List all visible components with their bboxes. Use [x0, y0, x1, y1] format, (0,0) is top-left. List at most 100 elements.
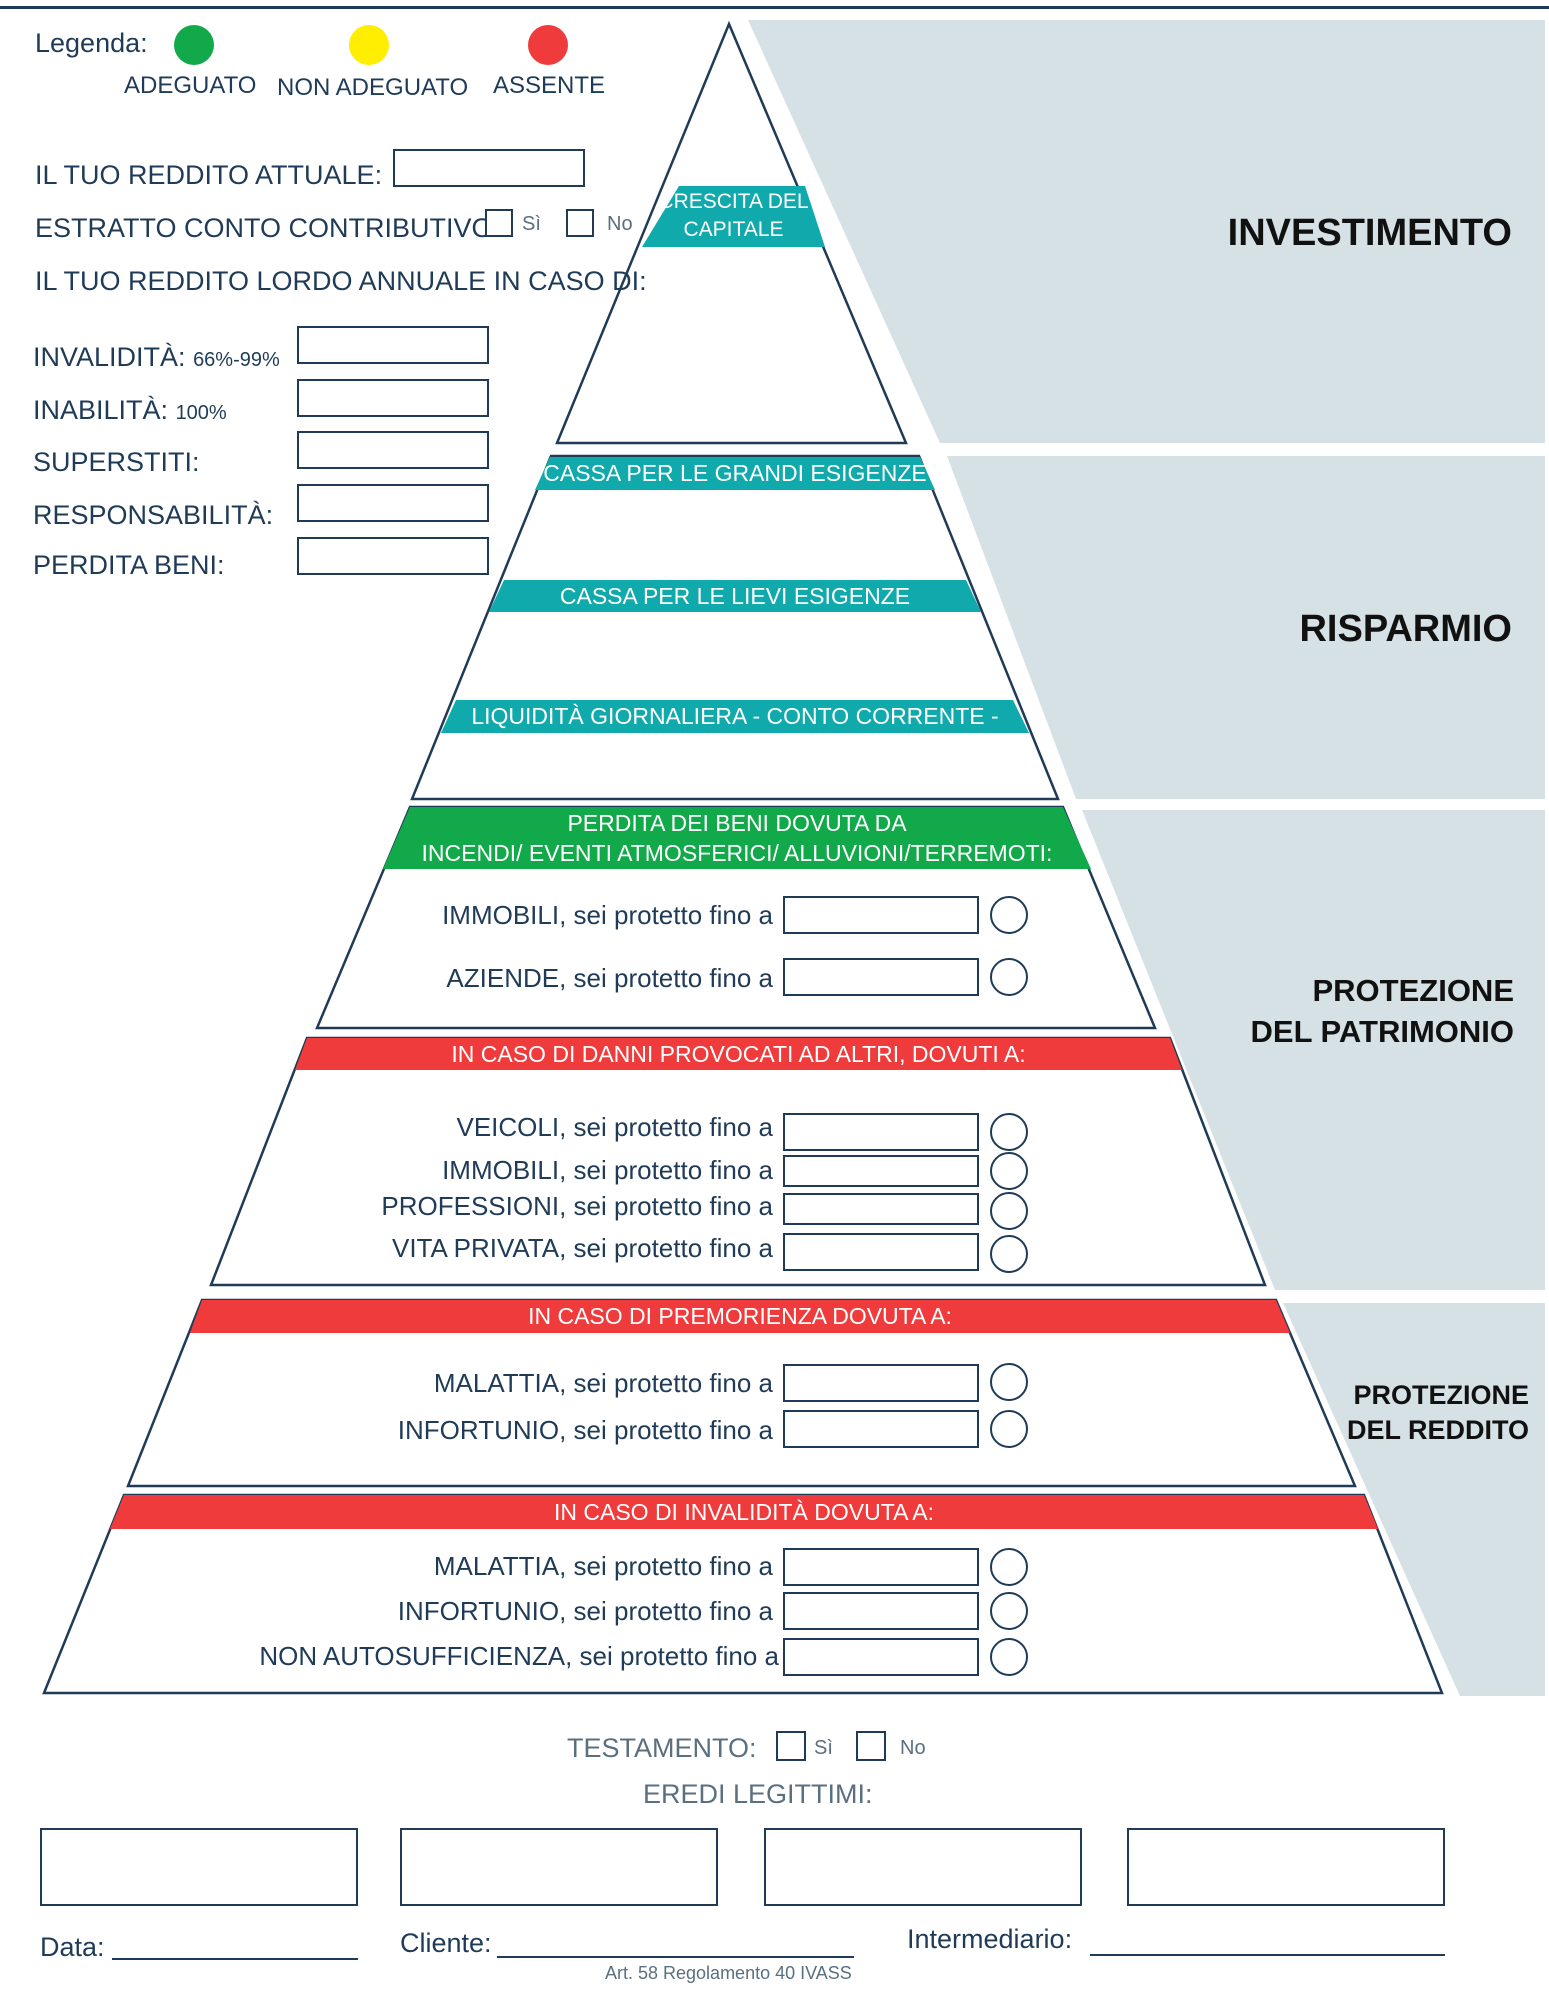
section-patrimonio: PROTEZIONE DEL PATRIMONIO	[1251, 970, 1515, 1052]
footer-note: Art. 58 Regolamento 40 IVASS	[605, 1963, 852, 1983]
estratto-label: ESTRATTO CONTO CONTRIBUTIVO:	[35, 213, 501, 243]
perdita-beni-label: PERDITA BENI:	[33, 550, 225, 580]
legend-red-dot	[528, 25, 568, 65]
row-invalidita-infortunio-status[interactable]	[990, 1592, 1028, 1630]
testamento-no-checkbox[interactable]	[856, 1731, 886, 1761]
data-label: Data:	[40, 1932, 105, 1962]
row-non-autosufficienza-status[interactable]	[990, 1638, 1028, 1676]
panel-investimento	[748, 20, 1545, 443]
row-invalidita-malattia-field[interactable]	[783, 1548, 979, 1586]
testamento-si-label: Sì	[814, 1737, 833, 1759]
eredi-field-2[interactable]	[400, 1828, 718, 1906]
estratto-no-checkbox[interactable]	[566, 209, 594, 237]
eredi-label: EREDI LEGITTIMI:	[643, 1779, 873, 1809]
eredi-field-4[interactable]	[1127, 1828, 1445, 1906]
eredi-field-1[interactable]	[40, 1828, 358, 1906]
band-crescita	[642, 186, 825, 247]
band-lievi-text: CASSA PER LE LIEVI ESIGENZE	[559, 583, 911, 609]
superstiti-label: SUPERSTITI:	[33, 447, 200, 477]
section-patrimonio-line1: PROTEZIONE	[1312, 973, 1514, 1008]
row-premorienza-infortunio-status[interactable]	[990, 1410, 1028, 1448]
row-veicoli-label: VEICOLI, sei protetto fino a	[456, 1112, 774, 1142]
responsabilita-label: RESPONSABILITÀ:	[33, 500, 274, 530]
testamento-no-label: No	[900, 1737, 926, 1759]
legend-title: Legenda:	[35, 28, 148, 58]
row-vita-privata-status[interactable]	[990, 1235, 1028, 1273]
legend-label-adeguato: ADEGUATO	[124, 72, 257, 99]
band-invalidita	[110, 1495, 1378, 1529]
superstiti-field[interactable]	[297, 431, 489, 469]
row-premorienza-malattia-status[interactable]	[990, 1363, 1028, 1401]
perdita-beni-field[interactable]	[297, 537, 489, 575]
band-invalidita-text: IN CASO DI INVALIDITÀ DOVUTA A:	[553, 1499, 934, 1525]
band-perdita	[383, 807, 1091, 869]
inabilita-field[interactable]	[297, 379, 489, 417]
tier-risparmio	[410, 454, 1060, 801]
invalidita-label: INVALIDITÀ: 66%-99%	[33, 342, 280, 373]
row-invalidita-infortunio-label: INFORTUNIO, sei protetto fino a	[397, 1596, 773, 1626]
inabilita-pct: 100%	[175, 402, 227, 424]
band-premorienza-text: IN CASO DI PREMORIENZA DOVUTA A:	[528, 1303, 952, 1329]
data-line[interactable]	[112, 1958, 358, 1960]
estratto-si-label: Sì	[522, 213, 541, 235]
panel-reddito	[1283, 1303, 1545, 1696]
eredi-field-3[interactable]	[764, 1828, 1082, 1906]
band-crescita-text: CRESCITA DEL CAPITALE	[642, 188, 825, 244]
band-liquidita	[441, 700, 1029, 733]
band-crescita-line2: CAPITALE	[683, 218, 784, 241]
reddito-attuale-field[interactable]	[393, 149, 585, 187]
row-aziende-label: AZIENDE, sei protetto fino a	[446, 963, 773, 993]
legend-yellow-dot	[349, 25, 389, 65]
estratto-no-label: No	[607, 213, 633, 235]
section-investimento: INVESTIMENTO	[1227, 212, 1512, 254]
row-premorienza-malattia-label: MALATTIA, sei protetto fino a	[433, 1368, 773, 1398]
row-veicoli-status[interactable]	[990, 1113, 1028, 1151]
estratto-si-checkbox[interactable]	[485, 209, 513, 237]
row-aziende-field[interactable]	[783, 958, 979, 996]
row-premorienza-malattia-field[interactable]	[783, 1364, 979, 1402]
section-patrimonio-line2: DEL PATRIMONIO	[1250, 1014, 1515, 1049]
band-danni	[295, 1038, 1182, 1070]
band-premorienza	[190, 1300, 1290, 1333]
legend-green-dot	[174, 25, 214, 65]
row-premorienza-infortunio-field[interactable]	[783, 1410, 979, 1448]
row-premorienza-infortunio-label: INFORTUNIO, sei protetto fino a	[397, 1415, 773, 1445]
section-reddito-line1: PROTEZIONE	[1353, 1380, 1529, 1410]
row-invalidita-malattia-status[interactable]	[990, 1548, 1028, 1586]
cliente-line[interactable]	[497, 1956, 854, 1958]
band-lievi	[489, 580, 981, 612]
section-reddito: PROTEZIONE DEL REDDITO	[1347, 1378, 1529, 1448]
row-professioni-status[interactable]	[990, 1192, 1028, 1230]
invalidita-field[interactable]	[297, 326, 489, 364]
intermediario-line[interactable]	[1090, 1954, 1445, 1956]
row-immobili-danni-status[interactable]	[990, 1152, 1028, 1190]
legend-label-assente: ASSENTE	[493, 72, 606, 99]
row-invalidita-malattia-label: MALATTIA, sei protetto fino a	[433, 1551, 773, 1581]
row-professioni-field[interactable]	[783, 1193, 979, 1225]
row-aziende-status[interactable]	[990, 958, 1028, 996]
row-immobili-danni-label: IMMOBILI, sei protetto fino a	[442, 1155, 773, 1185]
row-vita-privata-field[interactable]	[783, 1233, 979, 1271]
band-perdita-line1: PERDITA DEI BENI DOVUTA DA	[567, 810, 907, 836]
row-invalidita-infortunio-field[interactable]	[783, 1592, 979, 1630]
reddito-lordo-label: IL TUO REDDITO LORDO ANNUALE IN CASO DI:	[35, 266, 647, 296]
cliente-label: Cliente:	[400, 1928, 492, 1958]
row-veicoli-field[interactable]	[783, 1113, 979, 1151]
inabilita-label-text: INABILITÀ:	[33, 395, 169, 425]
band-liquidita-text: LIQUIDITÀ GIORNALIERA - CONTO CORRENTE -	[471, 703, 999, 729]
row-immobili-danni-field[interactable]	[783, 1155, 979, 1187]
band-grandi-text: CASSA PER LE GRANDI ESIGENZE	[543, 460, 927, 486]
panel-risparmio	[947, 456, 1545, 799]
row-immobili-patrimonio-status[interactable]	[990, 896, 1028, 934]
reddito-attuale-label: IL TUO REDDITO ATTUALE:	[35, 160, 383, 190]
row-immobili-patrimonio-field[interactable]	[783, 896, 979, 934]
panel-patrimonio	[1082, 810, 1545, 1290]
row-non-autosufficienza-label: NON AUTOSUFFICIENZA, sei protetto fino a	[259, 1641, 779, 1671]
row-non-autosufficienza-field[interactable]	[783, 1638, 979, 1676]
band-crescita-line1: CRESCITA DEL	[658, 190, 809, 213]
testamento-si-checkbox[interactable]	[776, 1731, 806, 1761]
row-professioni-label: PROFESSIONI, sei protetto fino a	[381, 1191, 773, 1221]
band-danni-text: IN CASO DI DANNI PROVOCATI AD ALTRI, DOV…	[451, 1041, 1026, 1067]
responsabilita-field[interactable]	[297, 484, 489, 522]
